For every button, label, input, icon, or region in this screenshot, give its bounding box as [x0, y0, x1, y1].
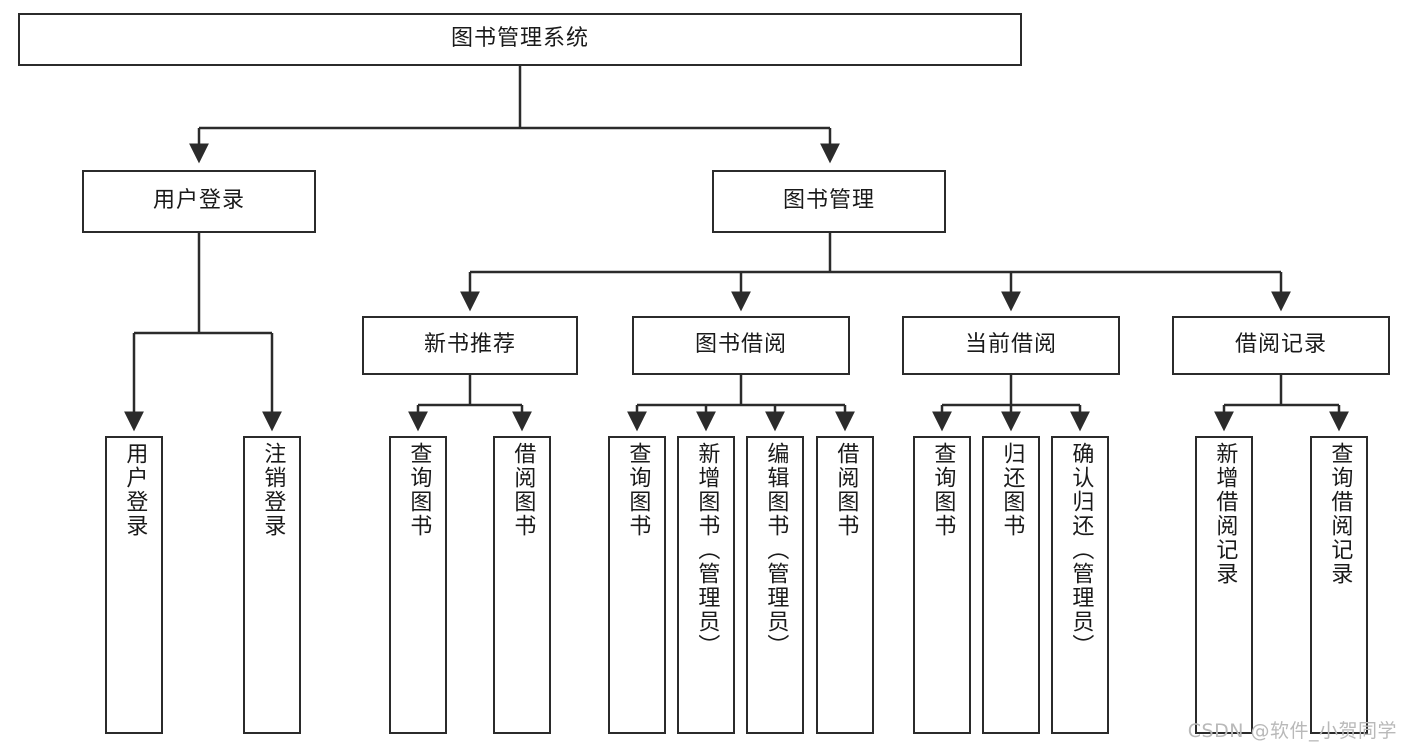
- node-borrow-record[interactable]: 借阅记录: [1172, 316, 1390, 375]
- node-label: 归还图书: [999, 442, 1025, 538]
- node-leaf-add-record[interactable]: 新增借阅记录: [1195, 436, 1253, 734]
- node-leaf-query-book-3[interactable]: 查询图书: [913, 436, 971, 734]
- node-label: 查询图书: [406, 442, 432, 538]
- node-label: 新增借阅记录: [1212, 442, 1238, 586]
- node-label: 新书推荐: [423, 332, 516, 358]
- node-book-borrow[interactable]: 图书借阅: [632, 316, 850, 375]
- node-book-manage[interactable]: 图书管理: [712, 170, 946, 233]
- node-label: 查询图书: [930, 442, 956, 538]
- watermark-text: CSDN @软件_小贺同学: [1187, 720, 1397, 742]
- node-label: 当前借阅: [964, 332, 1057, 358]
- node-label: 查询图书: [625, 442, 651, 538]
- node-label: 注销登录: [260, 442, 286, 538]
- node-leaf-edit-book[interactable]: 编辑图书（管理员）: [746, 436, 804, 734]
- node-label: 用户登录: [152, 188, 245, 214]
- node-label: 图书管理: [782, 188, 875, 214]
- node-label: 借阅图书: [833, 442, 859, 538]
- node-new-book-recommend[interactable]: 新书推荐: [362, 316, 578, 375]
- node-leaf-add-book[interactable]: 新增图书（管理员）: [677, 436, 735, 734]
- node-leaf-confirm-return[interactable]: 确认归还（管理员）: [1051, 436, 1109, 734]
- node-root-system[interactable]: 图书管理系统: [18, 13, 1022, 66]
- node-label: 用户登录: [122, 442, 148, 538]
- node-leaf-return-book[interactable]: 归还图书: [982, 436, 1040, 734]
- node-leaf-query-record[interactable]: 查询借阅记录: [1310, 436, 1368, 734]
- node-label: 借阅图书: [510, 442, 536, 538]
- node-leaf-query-book-2[interactable]: 查询图书: [608, 436, 666, 734]
- node-current-borrow[interactable]: 当前借阅: [902, 316, 1120, 375]
- node-leaf-user-login[interactable]: 用户登录: [105, 436, 163, 734]
- node-label: 编辑图书（管理员）: [763, 442, 789, 658]
- node-leaf-borrow-book-1[interactable]: 借阅图书: [493, 436, 551, 734]
- node-leaf-query-book-1[interactable]: 查询图书: [389, 436, 447, 734]
- node-user-login[interactable]: 用户登录: [82, 170, 316, 233]
- node-label: 借阅记录: [1234, 332, 1327, 358]
- node-label: 确认归还（管理员）: [1068, 442, 1094, 658]
- node-label: 图书借阅: [694, 332, 787, 358]
- node-label: 查询借阅记录: [1327, 442, 1353, 586]
- node-label: 图书管理系统: [450, 26, 589, 52]
- node-label: 新增图书（管理员）: [694, 442, 720, 658]
- node-leaf-logout-login[interactable]: 注销登录: [243, 436, 301, 734]
- node-leaf-borrow-book-2[interactable]: 借阅图书: [816, 436, 874, 734]
